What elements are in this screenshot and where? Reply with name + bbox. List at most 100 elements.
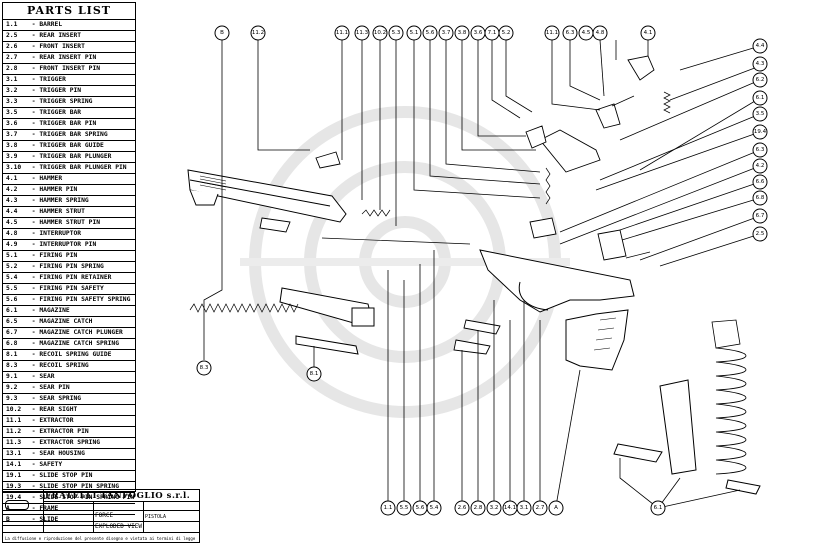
parts-list-title: PARTS LIST	[3, 3, 135, 20]
callout-label: 3.8	[458, 30, 467, 36]
callout-3-1: 3.1	[516, 500, 532, 516]
callout-label: 14.1	[504, 505, 516, 511]
small-springs	[321, 91, 671, 259]
callout-3-7: 3.7	[438, 25, 454, 41]
part-code: 4.8	[6, 230, 18, 237]
callout-label: 2.7	[536, 505, 545, 511]
callout-label: 4.1	[644, 30, 653, 36]
part-code: 3.1	[6, 76, 18, 83]
part-name: SEAR SPRING	[39, 395, 82, 402]
part-name: FRAME	[39, 505, 59, 512]
callout-10-2: 10.2	[372, 25, 388, 41]
title-block-footer: La diffusione e riproduzione del present…	[5, 536, 196, 541]
part-name: MAGAZINE CATCH PLUNGER	[39, 329, 123, 336]
callout-3-6: 3.6	[470, 25, 486, 41]
callout-14-1: 14.1	[502, 500, 518, 516]
part-name: SLIDE STOP PIN SPRING	[39, 483, 119, 490]
callout-1-1: 1.1	[380, 500, 396, 516]
callout-label: 5.2	[502, 30, 511, 36]
part-name: REAR SIGHT	[39, 406, 78, 413]
callout-6-8: 6.8	[752, 190, 768, 206]
callout-label: 4.8	[596, 30, 605, 36]
callout-label: 10.2	[374, 30, 386, 36]
parts-list-item: 3.5 - TRIGGER BAR	[3, 108, 135, 119]
part-code: 2.5	[6, 32, 18, 39]
parts-list-item: 8.3 - RECOIL SPRING	[3, 361, 135, 372]
parts-list-item: 3.10 - TRIGGER BAR PLUNGER PIN	[3, 163, 135, 174]
parts-list-item: 19.3 - SLIDE STOP PIN SPRING	[3, 482, 135, 493]
callout-2-8: 2.8	[470, 500, 486, 516]
small-parts	[259, 55, 655, 355]
callout-label: 6.3	[566, 30, 575, 36]
parts-list-item: 5.2 - FIRING PIN SPRING	[3, 262, 135, 273]
part-code: 3.2	[6, 87, 18, 94]
part-code: 4.5	[6, 219, 18, 226]
callout-11-3: 11.3	[354, 25, 370, 41]
parts-list-item: 3.9 - TRIGGER BAR PLUNGER	[3, 152, 135, 163]
callout-6-3: 6.3	[562, 25, 578, 41]
part-code: 4.3	[6, 197, 18, 204]
part-code: 3.3	[6, 98, 18, 105]
parts-list-item: 10.2 - REAR SIGHT	[3, 405, 135, 416]
callout-11-1: 11.1	[334, 25, 350, 41]
parts-list-item: 9.1 - SEAR	[3, 372, 135, 383]
callout-6-1r: 6.1	[752, 90, 768, 106]
part-name: SAFETY	[39, 461, 63, 468]
part-name: TRIGGER SPRING	[39, 98, 93, 105]
recoil-spring-part	[189, 303, 299, 313]
part-code: 3.5	[6, 109, 18, 116]
part-name: SLIDE STOP PIN SPRING PIN	[39, 494, 135, 501]
parts-list-item: B - SLIDE	[3, 515, 135, 526]
parts-list-item: 3.7 - TRIGGER BAR SPRING	[3, 130, 135, 141]
callout-6-6: 6.6	[752, 174, 768, 190]
part-code: 3.9	[6, 153, 18, 160]
part-code: 5.2	[6, 263, 18, 270]
parts-list-item: 8.1 - RECOIL SPRING GUIDE	[3, 350, 135, 361]
part-code: 13.1	[6, 450, 22, 457]
part-code: 6.7	[6, 329, 18, 336]
callout-label: 3.2	[490, 505, 499, 511]
callout-7-1: 7.1	[484, 25, 500, 41]
part-code: 6.8	[6, 340, 18, 347]
parts-list-item: 4.2 - HAMMER PIN	[3, 185, 135, 196]
callout-label: 2.5	[756, 231, 765, 237]
parts-list-item: 11.3 - EXTRACTOR SPRING	[3, 438, 135, 449]
callout-19-4: 19.4	[752, 124, 768, 140]
part-code: 5.4	[6, 274, 18, 281]
part-name: EXTRACTOR	[39, 417, 74, 424]
part-code: 19.4	[6, 494, 22, 501]
part-code: 3.7	[6, 131, 18, 138]
part-name: SLIDE STOP PIN	[39, 472, 93, 479]
part-name: FIRING PIN SPRING	[39, 263, 104, 270]
part-name: EXTRACTOR SPRING	[39, 439, 101, 446]
part-code: 4.4	[6, 208, 18, 215]
part-name: MAGAZINE CATCH SPRING	[39, 340, 119, 347]
part-name: SLIDE	[39, 516, 59, 523]
part-code: 19.1	[6, 472, 22, 479]
parts-list-item: 19.4 - SLIDE STOP PIN SPRING PIN	[3, 493, 135, 504]
part-code: 9.1	[6, 373, 18, 380]
part-name: INTERRUPTOR	[39, 230, 82, 237]
part-code: 11.3	[6, 439, 22, 446]
callout-5-4: 5.4	[426, 500, 442, 516]
part-code: 9.3	[6, 395, 18, 402]
callout-11-2: 11.2	[250, 25, 266, 41]
parts-list-item: 6.5 - MAGAZINE CATCH	[3, 317, 135, 328]
callout-label: 8.1	[310, 371, 319, 377]
callout-label: 3.1	[520, 505, 529, 511]
part-code: 5.6	[6, 296, 18, 303]
callout-b: B	[214, 25, 230, 41]
part-name: HAMMER PIN	[39, 186, 78, 193]
parts-list-item: 4.9 - INTERRUPTOR PIN	[3, 240, 135, 251]
callout-label: 3.6	[474, 30, 483, 36]
part-name: SEAR HOUSING	[39, 450, 85, 457]
parts-list-item: 3.3 - TRIGGER SPRING	[3, 97, 135, 108]
part-code: 2.8	[6, 65, 18, 72]
parts-list-item: 9.3 - SEAR SPRING	[3, 394, 135, 405]
part-code: 10.2	[6, 406, 22, 413]
part-code: 4.9	[6, 241, 18, 248]
part-name: RECOIL SPRING GUIDE	[39, 351, 112, 358]
frame-part	[479, 249, 635, 313]
